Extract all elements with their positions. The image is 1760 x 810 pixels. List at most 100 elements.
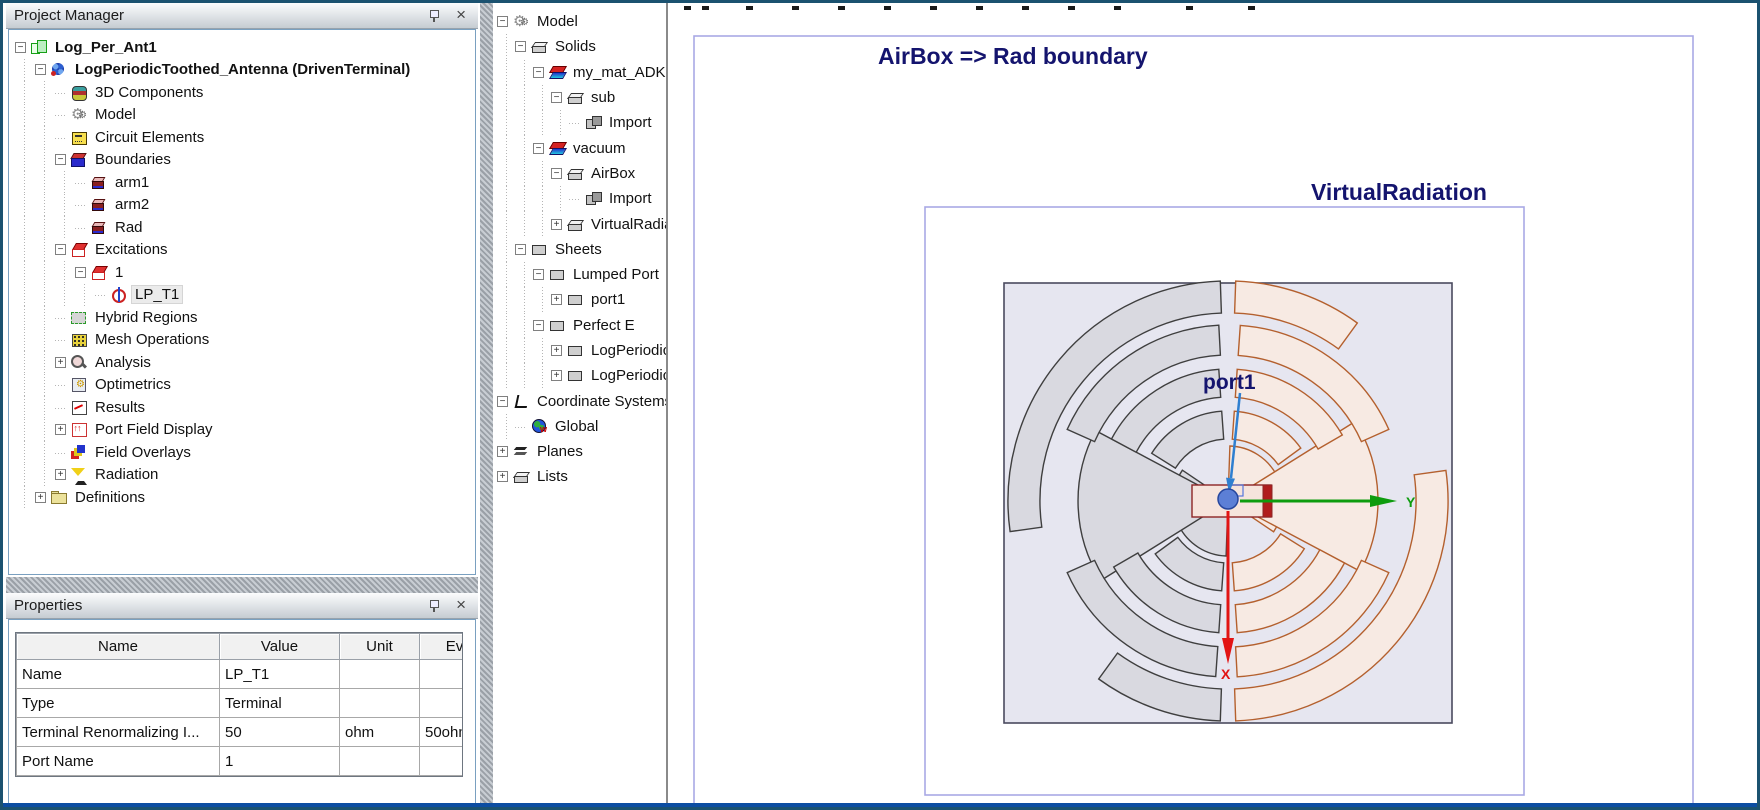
properties-col-header[interactable]: Unit (339, 633, 420, 660)
properties-col-header[interactable]: Value (219, 633, 340, 660)
property-value-cell[interactable]: LP_T1 (219, 659, 340, 689)
property-value-cell[interactable] (419, 659, 462, 689)
expand-icon[interactable]: + (551, 370, 562, 382)
tree-item-port-field-display[interactable]: +Port Field Display (9, 418, 475, 442)
tree-item-excitations[interactable]: −Excitations (9, 238, 475, 262)
tree-item-lists[interactable]: +Lists (493, 464, 666, 489)
modeler-canvas[interactable]: AirBox => Rad boundary VirtualRadiation … (670, 6, 1760, 810)
property-value-cell[interactable]: 1 (219, 746, 340, 776)
collapse-icon[interactable]: − (533, 269, 544, 281)
expand-icon[interactable]: + (55, 469, 66, 481)
tree-item-planes[interactable]: +Planes (493, 439, 666, 464)
antenna-arm-right[interactable] (1226, 280, 1449, 722)
property-value-cell[interactable] (339, 659, 420, 689)
tree-item-1[interactable]: −1 (9, 261, 475, 284)
tree-guide (15, 238, 35, 262)
tree-item-analysis[interactable]: +Analysis (9, 351, 475, 374)
tree-item-coordinate-systems[interactable]: −Coordinate Systems (493, 388, 666, 413)
material-icon (549, 141, 566, 156)
property-value-cell[interactable] (419, 746, 462, 776)
tree-item-logperiodictoothed-antenna-driventerminal[interactable]: −LogPeriodicToothed_Antenna (DrivenTermi… (9, 58, 475, 82)
tree-item-rad[interactable]: Rad (9, 216, 475, 239)
tree-item-model[interactable]: −Model (493, 9, 666, 34)
tree-item-circuit-elements[interactable]: Circuit Elements (9, 126, 475, 149)
expand-icon[interactable]: + (551, 294, 562, 306)
pin-icon[interactable] (429, 599, 440, 613)
expand-icon[interactable]: + (551, 218, 562, 230)
properties-col-header[interactable]: Name (16, 633, 220, 660)
collapse-icon[interactable]: − (35, 64, 46, 76)
close-icon[interactable]: × (456, 595, 466, 614)
tree-item-hybrid-regions[interactable]: Hybrid Regions (9, 306, 475, 329)
origin-sphere[interactable] (1217, 488, 1239, 510)
tree-item-results[interactable]: Results (9, 396, 475, 419)
expand-icon[interactable]: + (55, 424, 66, 436)
collapse-icon[interactable]: − (515, 243, 526, 255)
collapse-icon[interactable]: − (497, 395, 508, 407)
airbox-wireframe[interactable] (693, 35, 1694, 810)
tree-item-logperiodic[interactable]: +LogPeriodic (493, 363, 666, 389)
tree-guide (35, 193, 55, 217)
tree-item-import[interactable]: Import (493, 186, 666, 212)
tree-item-definitions[interactable]: +Definitions (9, 486, 475, 509)
tree-item-model[interactable]: Model (9, 103, 475, 127)
vertical-splitter[interactable] (480, 3, 493, 807)
tree-item-my-mat-adk[interactable]: −my_mat_ADK (493, 59, 666, 86)
expand-icon[interactable]: + (35, 491, 46, 503)
collapse-icon[interactable]: − (551, 92, 562, 104)
planes-icon (513, 444, 530, 459)
close-icon[interactable]: × (456, 5, 466, 24)
pin-icon[interactable] (429, 9, 440, 23)
expand-icon[interactable]: + (497, 446, 508, 458)
collapse-icon[interactable]: − (533, 319, 544, 331)
tree-item-sheets[interactable]: −Sheets (493, 236, 666, 263)
tree-item-arm1[interactable]: arm1 (9, 171, 475, 194)
tree-item-lumped-port[interactable]: −Lumped Port (493, 261, 666, 288)
properties-col-header[interactable]: Evalu (419, 633, 462, 660)
tree-item-optimetrics[interactable]: Optimetrics (9, 373, 475, 397)
tree-item-boundaries[interactable]: −Boundaries (9, 148, 475, 172)
virtual-radiation-wireframe[interactable] (924, 206, 1525, 796)
tree-item-log-per-ant1[interactable]: −Log_Per_Ant1 (9, 36, 475, 59)
collapse-icon[interactable]: − (55, 244, 66, 256)
property-value-cell[interactable]: ohm (339, 717, 420, 747)
tree-item-field-overlays[interactable]: Field Overlays (9, 441, 475, 464)
tree-item-import[interactable]: Import (493, 110, 666, 136)
collapse-icon[interactable]: − (55, 154, 66, 166)
collapse-icon[interactable]: − (75, 266, 86, 278)
collapse-icon[interactable]: − (15, 41, 26, 53)
tree-item-vacuum[interactable]: −vacuum (493, 135, 666, 162)
expand-icon[interactable]: + (55, 356, 66, 368)
collapse-icon[interactable]: − (551, 167, 562, 179)
property-value-cell[interactable]: Terminal (219, 688, 340, 718)
collapse-icon[interactable]: − (515, 41, 526, 53)
property-value-cell[interactable]: 50 (219, 717, 340, 747)
tree-item-solids[interactable]: −Solids (493, 34, 666, 60)
property-value-cell[interactable] (419, 688, 462, 718)
horizontal-splitter[interactable] (6, 577, 478, 593)
tree-item-radiation[interactable]: +Radiation (9, 463, 475, 487)
tree-item-mesh-operations[interactable]: Mesh Operations (9, 328, 475, 352)
expand-icon[interactable]: + (497, 471, 508, 483)
tree-item-lp-t1[interactable]: LP_T1 (9, 283, 475, 307)
expand-icon[interactable]: + (551, 345, 562, 356)
viewport-divider[interactable] (666, 3, 668, 807)
tree-item-sub[interactable]: −sub (493, 84, 666, 111)
toolbar-dash (884, 6, 891, 10)
tree-item-logperiodic[interactable]: +LogPeriodic (493, 337, 666, 364)
tree-item-airbox[interactable]: −AirBox (493, 160, 666, 187)
property-value-cell[interactable] (339, 688, 420, 718)
tree-item-3d-components[interactable]: 3D Components (9, 81, 475, 104)
collapse-icon[interactable]: − (533, 66, 544, 78)
property-value-cell[interactable] (339, 746, 420, 776)
antenna-arm-left[interactable] (1007, 280, 1230, 722)
tree-item-arm2[interactable]: arm2 (9, 193, 475, 217)
collapse-icon[interactable]: − (497, 16, 508, 28)
tree-item-perfect-e[interactable]: −Perfect E (493, 312, 666, 339)
collapse-icon[interactable]: − (533, 142, 544, 154)
tree-item-port1[interactable]: +port1 (493, 287, 666, 313)
modeler-viewport[interactable]: AirBox => Rad boundary VirtualRadiation … (670, 6, 1760, 810)
tree-item-global[interactable]: Global (493, 413, 666, 440)
tree-item-virtualradia[interactable]: +VirtualRadia (493, 211, 666, 237)
